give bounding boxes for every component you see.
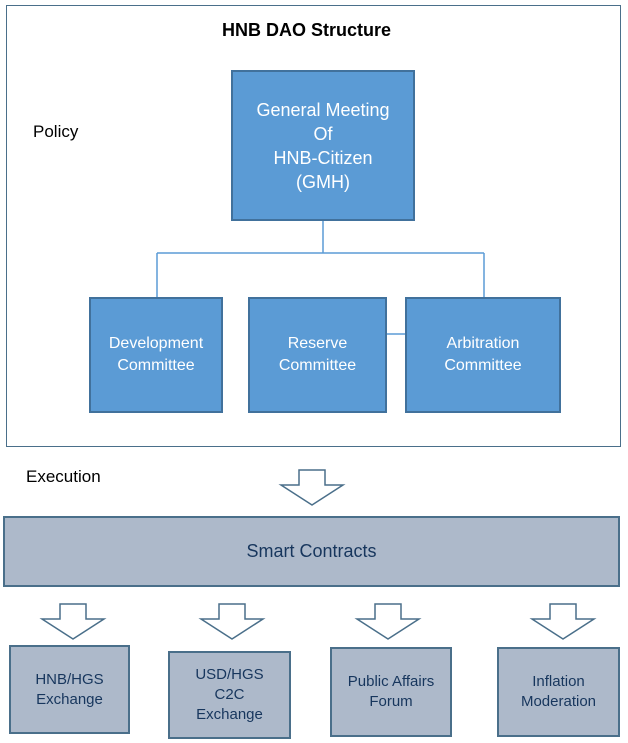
public-affairs-forum-box: Public Affairs Forum — [330, 647, 452, 737]
hnb-hgs-exchange-box: HNB/HGS Exchange — [9, 645, 130, 734]
development-committee-box: Development Committee — [89, 297, 223, 413]
policy-label: Policy — [33, 122, 79, 141]
arrow-down-icon — [39, 603, 107, 640]
arbitration-committee-box: Arbitration Committee — [405, 297, 561, 413]
arrow-down-icon — [354, 603, 422, 640]
arrow-down-icon — [529, 603, 597, 640]
smart-contracts-box: Smart Contracts — [3, 516, 620, 587]
execution-label: Execution — [26, 467, 101, 486]
execution-arrow-icon — [278, 469, 346, 506]
reserve-committee-box: Reserve Committee — [248, 297, 387, 413]
arrow-down-icon — [198, 603, 266, 640]
general-meeting-box: General Meeting Of HNB-Citizen (GMH) — [231, 70, 415, 221]
usd-hgs-c2c-exchange-box: USD/HGS C2C Exchange — [168, 651, 291, 739]
inflation-moderation-box: Inflation Moderation — [497, 647, 620, 737]
diagram-title: HNB DAO Structure — [221, 20, 391, 40]
